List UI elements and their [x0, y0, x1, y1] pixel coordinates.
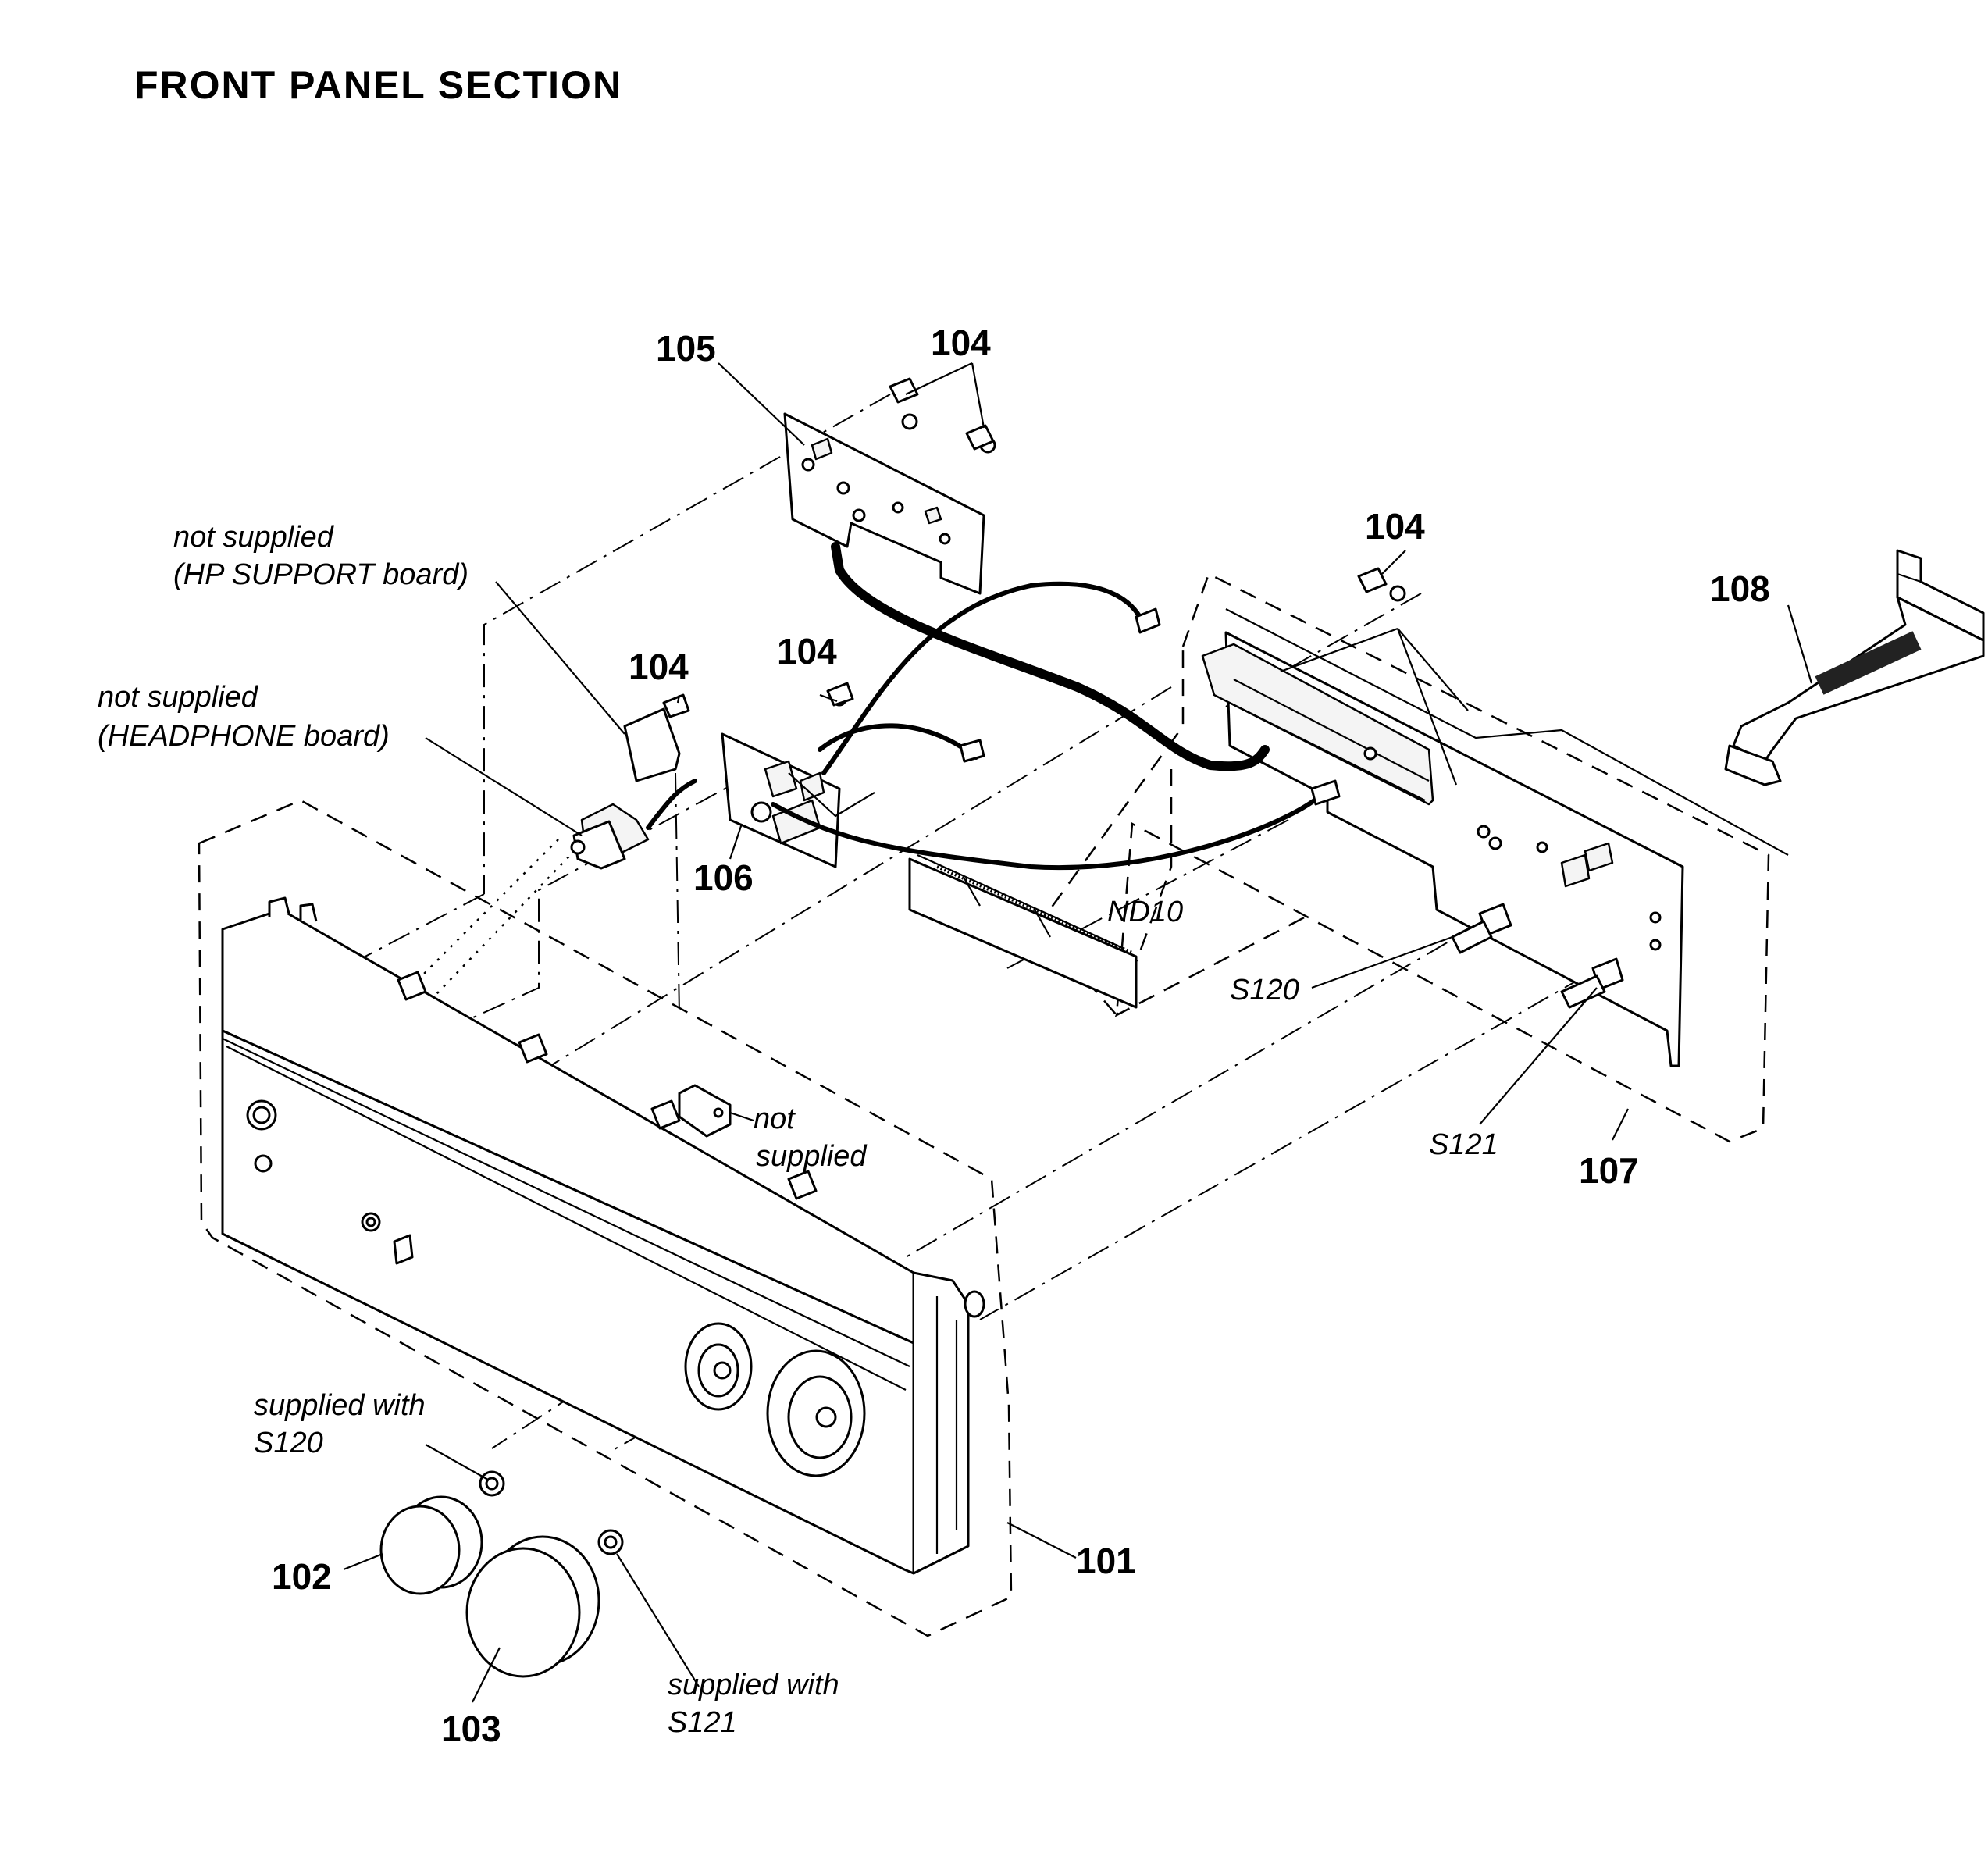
switch-s120 — [1451, 903, 1512, 954]
wire-harness — [818, 723, 978, 760]
leader-line — [1381, 550, 1406, 575]
leader-line — [472, 1647, 501, 1703]
label-s120: S120 — [1230, 974, 1299, 1007]
display-group-boundary — [1114, 769, 1313, 1017]
note-supplied-with-s121: supplied with — [668, 1669, 839, 1701]
leader-line — [1311, 935, 1453, 989]
board-105 — [783, 412, 985, 595]
part-label-104-hp: 104 — [629, 647, 689, 687]
wire-harness — [771, 794, 1322, 870]
leader-line — [1280, 627, 1398, 673]
alignment-line — [483, 394, 891, 894]
part-label-108: 108 — [1710, 568, 1770, 609]
headphone-jack — [572, 820, 626, 870]
note-bracket-not-supplied: not — [754, 1103, 796, 1135]
note-headphone: not supplied — [98, 681, 259, 714]
leader-line — [971, 362, 985, 429]
knob-102 — [379, 1495, 483, 1595]
leader-line — [788, 772, 875, 818]
part-label-103: 103 — [441, 1708, 501, 1749]
part-label-107: 107 — [1579, 1150, 1639, 1191]
leader-line — [1397, 628, 1469, 711]
leader-line — [495, 581, 625, 735]
dotted-line — [273, 839, 559, 1125]
leader-line — [1479, 987, 1598, 1125]
screw-104-hp — [662, 693, 690, 718]
leader-line — [1396, 628, 1458, 786]
alignment-line — [675, 772, 680, 1016]
leader-line — [905, 362, 973, 395]
board-106 — [721, 732, 841, 868]
leader-line — [718, 362, 805, 446]
hp-support-board — [623, 707, 681, 782]
leader-line — [819, 693, 838, 703]
leader-line — [343, 1552, 383, 1571]
screw-104-top — [889, 377, 995, 451]
part-label-104-top: 104 — [931, 322, 991, 363]
label-nd10: ND10 — [1107, 896, 1183, 928]
note-supplied-with-s120: S120 — [254, 1427, 323, 1459]
flat-cable — [831, 542, 1270, 771]
screw-104-right — [1357, 567, 1388, 593]
part-label-106: 106 — [693, 857, 754, 898]
part-label-104-106: 104 — [777, 631, 837, 672]
note-supplied-with-s121: S121 — [668, 1706, 737, 1739]
leader-line — [676, 694, 681, 704]
note-supplied-with-s120: supplied with — [254, 1389, 426, 1422]
leader-line — [1787, 604, 1813, 684]
front-panel-group-boundary — [198, 799, 1013, 1637]
ribbon-cable-108 — [1724, 549, 1985, 786]
page-title: FRONT PANEL SECTION — [134, 63, 623, 107]
leader-line — [425, 1444, 489, 1480]
leader-line — [1612, 1108, 1629, 1141]
part-label-101: 101 — [1076, 1541, 1136, 1581]
wire-harness — [821, 581, 1146, 775]
main-board-group-boundary — [1037, 572, 1770, 1143]
part-label-104-right: 104 — [1365, 506, 1425, 547]
display-nd10 — [908, 853, 1138, 1009]
note-hp-support: (HP SUPPORT board) — [173, 558, 468, 591]
label-s121: S121 — [1429, 1128, 1498, 1161]
not-supplied-bracket — [678, 1084, 732, 1138]
washer-s121 — [597, 1529, 624, 1555]
screw-104-106 — [826, 682, 854, 707]
part-label-102: 102 — [272, 1556, 332, 1597]
note-headphone: (HEADPHONE board) — [98, 720, 390, 753]
washer-s120 — [479, 1470, 505, 1497]
cable-group-boundary — [1225, 608, 1789, 856]
note-bracket-not-supplied: supplied — [756, 1140, 868, 1173]
note-hp-support: not supplied — [173, 521, 335, 554]
leader-line — [1006, 1522, 1077, 1559]
leader-line — [729, 1111, 754, 1122]
part-label-105: 105 — [656, 328, 716, 369]
front-panel-101 — [221, 896, 985, 1575]
leader-line — [729, 823, 743, 860]
leader-line — [425, 737, 583, 836]
alignment-line — [530, 686, 1172, 1078]
leader-line — [616, 1553, 700, 1687]
switch-s121 — [1560, 957, 1624, 1009]
knob-103 — [465, 1535, 600, 1678]
alignment-line — [979, 975, 1586, 1320]
alignment-line — [905, 921, 1484, 1258]
